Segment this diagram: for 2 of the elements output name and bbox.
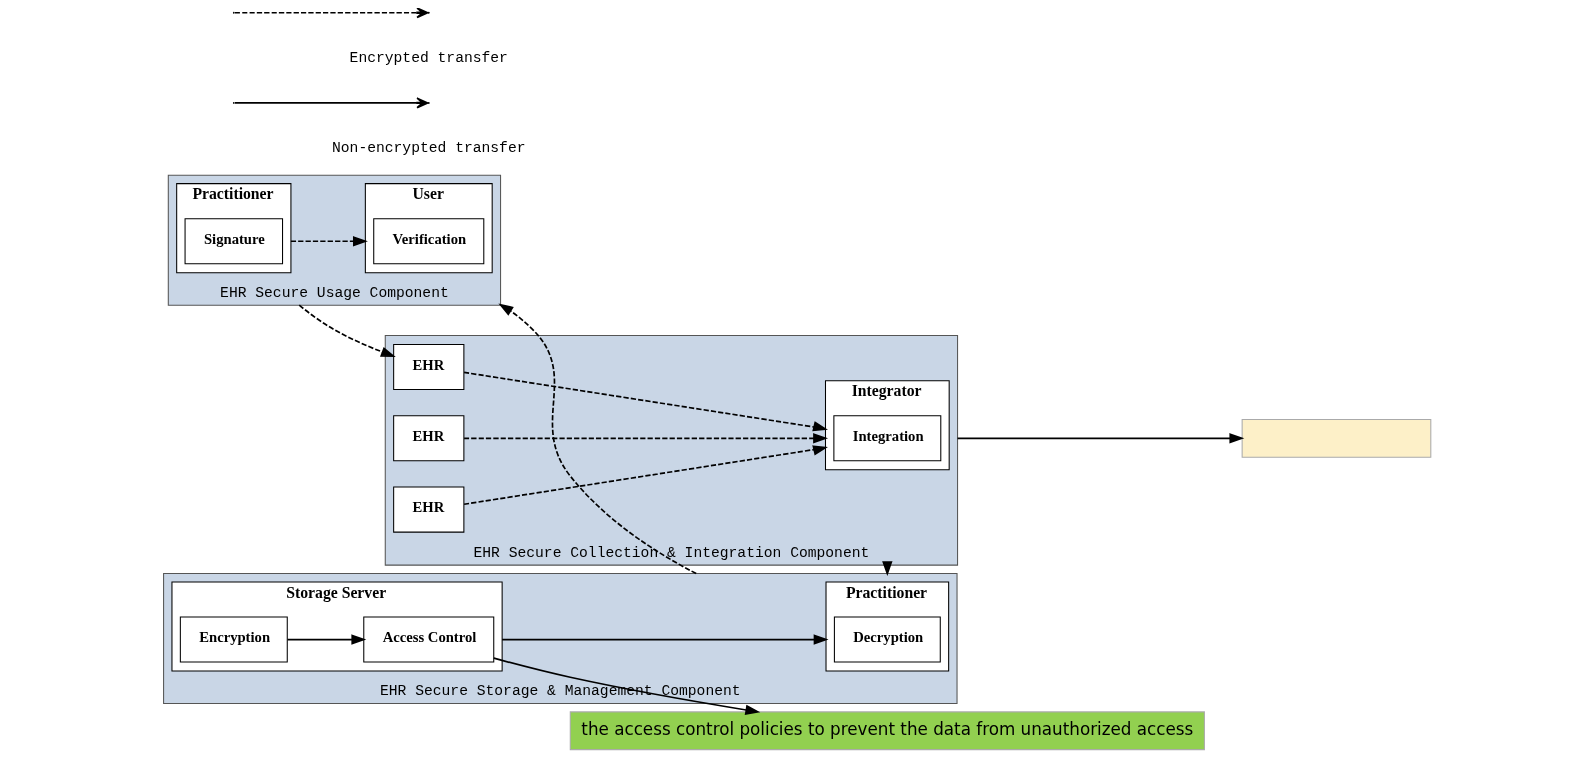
legend-label: Encrypted transfer: [349, 49, 508, 66]
legend-label: Non-encrypted transfer: [332, 139, 526, 156]
